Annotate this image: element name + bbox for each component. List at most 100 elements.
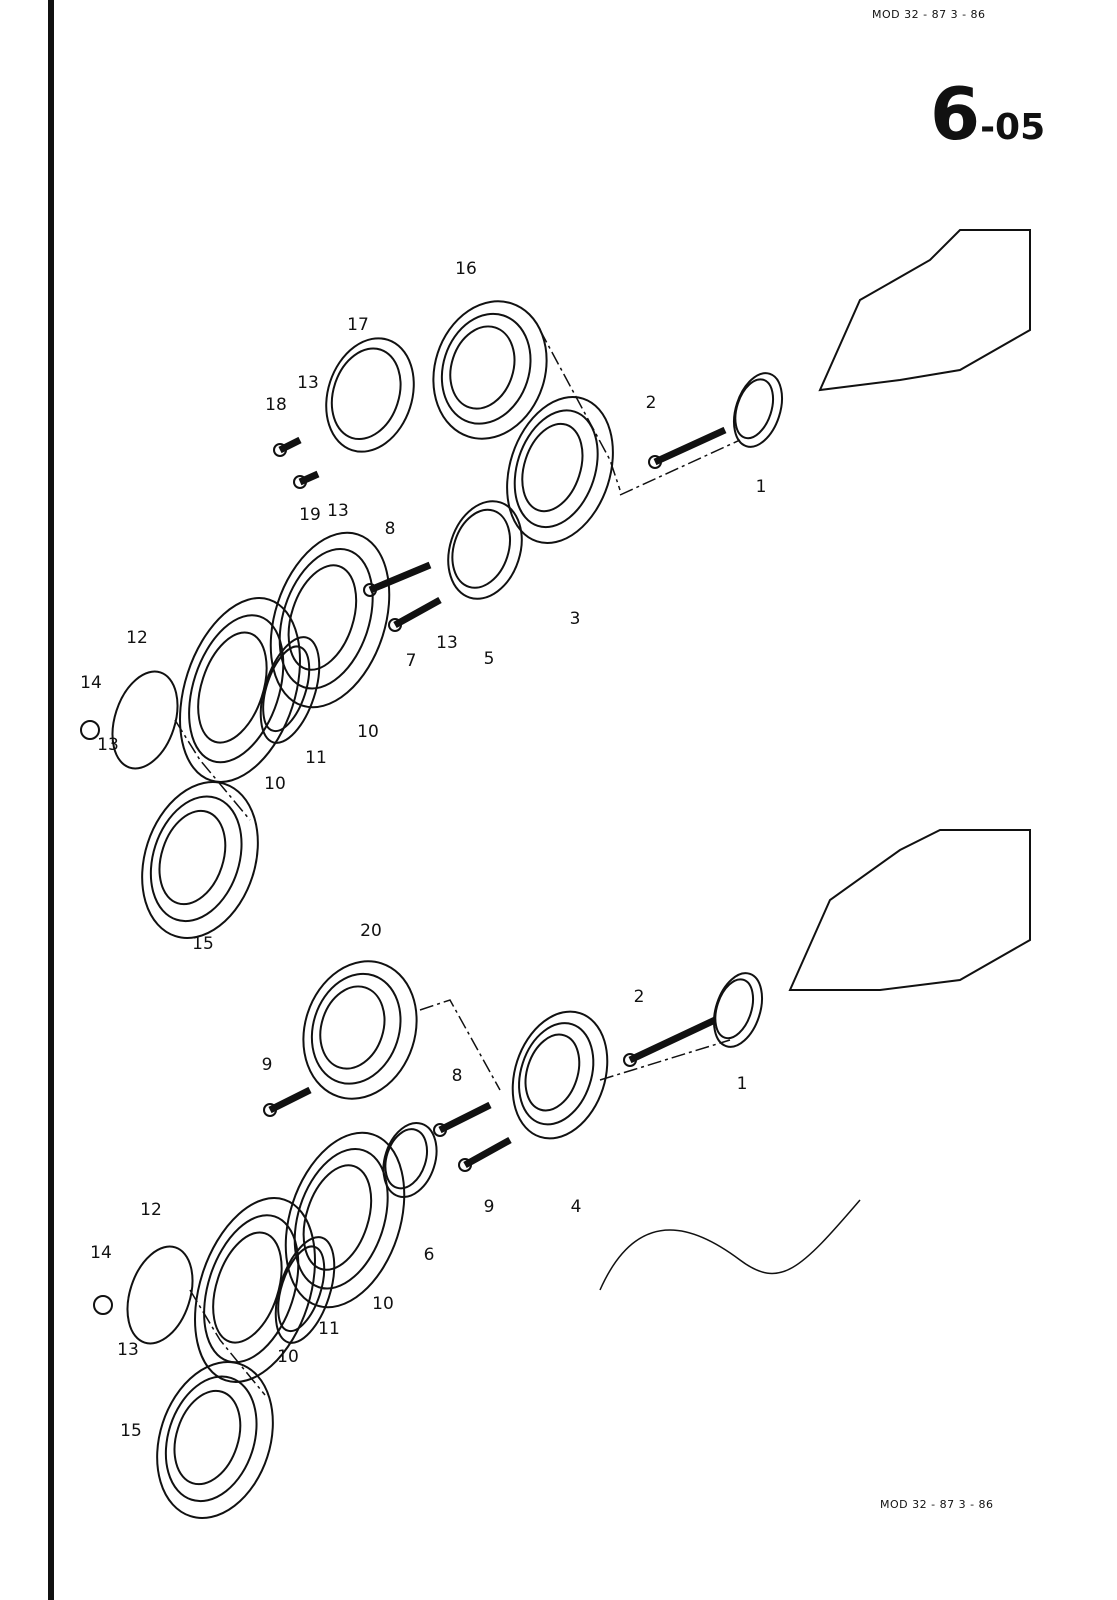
bolt-18 bbox=[278, 436, 302, 454]
callout-number: 15 bbox=[192, 934, 214, 954]
stud-8 bbox=[438, 1101, 492, 1134]
toothed-belt-pulley-ring bbox=[432, 300, 548, 440]
disc-10-ring bbox=[284, 1131, 406, 1309]
disc-10b bbox=[179, 597, 301, 783]
vee-belt-pulley-ring bbox=[521, 422, 584, 513]
nut-14 bbox=[80, 720, 100, 740]
section-main: 6 bbox=[930, 72, 981, 156]
disc-10b-ring bbox=[188, 614, 285, 764]
central-bolt-head bbox=[648, 455, 662, 469]
callout-number: 11 bbox=[318, 1319, 340, 1339]
vee-belt-pulley-ring bbox=[506, 396, 614, 544]
disc-10b-ring bbox=[197, 631, 268, 744]
bolt-9 bbox=[268, 1086, 312, 1114]
callout-number: 11 bbox=[305, 748, 327, 768]
disc-10 bbox=[269, 531, 391, 709]
centerline bbox=[539, 329, 621, 491]
timing-gear-ring bbox=[714, 978, 755, 1040]
timing-gear bbox=[733, 372, 783, 448]
nut-14 bbox=[93, 1295, 113, 1315]
lower-assembly bbox=[93, 829, 1031, 1519]
disc-10 bbox=[284, 1131, 406, 1309]
centerline bbox=[419, 999, 501, 1091]
bolt-7-head bbox=[388, 618, 402, 632]
vibration-damper-ring bbox=[518, 1022, 595, 1126]
washer-12 bbox=[126, 1245, 194, 1345]
toothed-belt-pulley-ring bbox=[319, 985, 386, 1070]
disc-10b-ring bbox=[212, 1231, 283, 1344]
centerline bbox=[189, 1289, 266, 1396]
callout-number: 13 bbox=[327, 501, 349, 521]
callout-number: 13 bbox=[297, 373, 319, 393]
toothed-belt-pulley-ring bbox=[310, 972, 402, 1085]
callout-number: 13 bbox=[97, 735, 119, 755]
pulley-15-ring bbox=[173, 1389, 242, 1486]
hub bbox=[447, 500, 523, 600]
disc-10-ring bbox=[287, 564, 358, 671]
bolt-9-head bbox=[263, 1103, 277, 1117]
hub-ring bbox=[447, 500, 523, 600]
spacer bbox=[325, 337, 415, 453]
callout-number: 17 bbox=[347, 315, 369, 335]
disc-10-ring bbox=[269, 531, 391, 709]
callout-number: 7 bbox=[406, 651, 417, 671]
disc-10b-ring bbox=[194, 1197, 316, 1383]
bolt-19 bbox=[298, 470, 320, 486]
disc-10-ring bbox=[293, 1148, 389, 1290]
toothed-belt-pulley-ring bbox=[449, 325, 516, 410]
callout-number: 1 bbox=[737, 1074, 748, 1094]
vibration-damper-ring bbox=[524, 1033, 581, 1112]
callout-number: 5 bbox=[484, 649, 495, 669]
central-bolt bbox=[628, 1016, 717, 1064]
section-number: 6-05 bbox=[930, 78, 1045, 150]
callout-number: 10 bbox=[372, 1294, 394, 1314]
toothed-belt-pulley bbox=[302, 960, 418, 1100]
callout-number: 1 bbox=[756, 477, 767, 497]
callout-number: 12 bbox=[126, 628, 148, 648]
disc-10b-ring bbox=[179, 597, 301, 783]
washer-12-ring bbox=[126, 1245, 194, 1345]
callout-number: 6 bbox=[424, 1245, 435, 1265]
bolt-9b-head bbox=[458, 1158, 472, 1172]
pulley-15-ring bbox=[141, 781, 259, 939]
callout-number: 3 bbox=[570, 609, 581, 629]
spacer-ring bbox=[325, 337, 415, 453]
page-binding-edge bbox=[48, 0, 54, 1600]
washer-12-ring bbox=[111, 670, 179, 770]
callout-number: 15 bbox=[120, 1421, 142, 1441]
central-bolt bbox=[653, 426, 727, 466]
central-bolt-head bbox=[623, 1053, 637, 1067]
upper-assembly bbox=[80, 229, 1031, 939]
vee-belt-pulley-ring bbox=[513, 409, 599, 529]
bolt-18-head bbox=[273, 443, 287, 457]
centerline bbox=[619, 439, 741, 496]
hub-ring bbox=[451, 508, 511, 589]
toothed-belt-pulley-ring bbox=[440, 312, 532, 425]
disc-10-ring bbox=[278, 548, 374, 690]
callout-number: 10 bbox=[264, 774, 286, 794]
spacer-ring bbox=[330, 347, 402, 441]
callout-number: 9 bbox=[262, 1055, 273, 1075]
stud-8-head bbox=[433, 1123, 447, 1137]
sleeve-6 bbox=[382, 1122, 438, 1198]
pulley-15 bbox=[141, 781, 259, 939]
disc-10b bbox=[194, 1197, 316, 1383]
stray-mark bbox=[599, 1199, 861, 1291]
callout-number: 8 bbox=[452, 1066, 463, 1086]
pulley-15 bbox=[156, 1361, 274, 1519]
pulley-15-ring bbox=[156, 1361, 274, 1519]
washer-12 bbox=[111, 670, 179, 770]
vibration-damper bbox=[511, 1010, 609, 1140]
footer-model-code: MOD 32 - 87 3 - 86 bbox=[880, 1498, 994, 1511]
callout-number: 8 bbox=[385, 519, 396, 539]
sleeve-6-ring bbox=[384, 1128, 428, 1190]
callout-number: 2 bbox=[646, 393, 657, 413]
vibration-damper-ring bbox=[511, 1010, 609, 1140]
pulley-15-ring bbox=[164, 1375, 258, 1503]
timing-gear bbox=[713, 972, 763, 1048]
callout-number: 12 bbox=[140, 1200, 162, 1220]
section-sub: -05 bbox=[980, 107, 1046, 148]
toothed-belt-pulley bbox=[432, 300, 548, 440]
stud-8-head bbox=[363, 583, 377, 597]
